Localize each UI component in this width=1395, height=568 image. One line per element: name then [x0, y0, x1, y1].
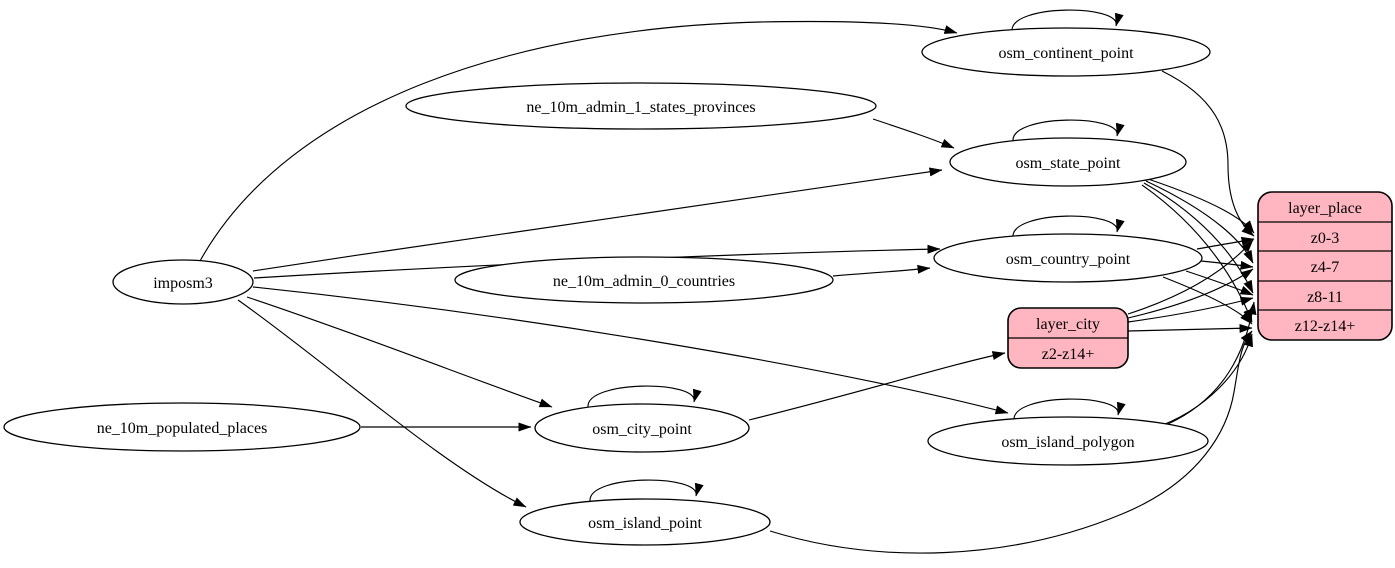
ne_10m_admin_1_states_provinces-label: ne_10m_admin_1_states_provinces [526, 99, 755, 116]
node-ne_10m_admin_0_countries: ne_10m_admin_0_countries [454, 256, 834, 304]
edge-imposm3-osm_island_polygon [252, 286, 1009, 415]
edge-imposm3-osm_city_point [246, 296, 553, 408]
layer_place-shape [1257, 191, 1393, 341]
edge-layer_city-layer_place-z0-3 [1127, 239, 1254, 315]
imposm3-label: imposm3 [153, 275, 213, 292]
layer_place-row-z0-3: z0-3 [1311, 230, 1339, 247]
node-osm_state_point: osm_state_point [949, 137, 1187, 187]
edge-ne_10m_admin_1_states_provinces-osm_state_point [872, 118, 955, 149]
layer_place-row-z4-7: z4-7 [1311, 259, 1339, 276]
selfloop-osm_city_point [587, 385, 702, 408]
edge-imposm3-osm_island_point [237, 299, 527, 508]
edge-osm_island_polygon-layer_place-z8-11 [1167, 301, 1257, 425]
layer_city-row-z2-z14: z2-z14+ [1042, 346, 1095, 363]
selfloop-osm_state_point [1012, 119, 1125, 142]
osm_island_polygon-shape [927, 416, 1209, 466]
edge-osm_country_point-layer_place-z0-3 [1196, 236, 1255, 250]
osm_continent_point-shape [921, 27, 1211, 77]
selfloop-osm_island_point [589, 479, 704, 502]
edge-imposm3-osm_state_point [252, 167, 943, 272]
node-osm_island_polygon: osm_island_polygon [927, 416, 1209, 466]
osm_island_point-label: osm_island_point [588, 515, 702, 532]
node-osm_island_point: osm_island_point [519, 498, 771, 546]
layer_place-title: layer_place [1288, 200, 1362, 217]
edge-osm_state_point-layer_place-z4-7 [1145, 180, 1254, 264]
edge-osm_continent_point-layer_place-z0-3 [1161, 70, 1255, 237]
node-layer_city: layer_city z2-z14+ [1007, 307, 1129, 369]
edge-imposm3-osm_continent_point [199, 20, 958, 262]
selfloop-osm_continent_point [1011, 9, 1124, 32]
node-imposm3: imposm3 [112, 259, 254, 305]
osm_island_polygon-label: osm_island_polygon [1001, 434, 1134, 451]
edge-osm_island_polygon-layer_place-z12-z14 [1151, 333, 1253, 430]
edge-layer_city-layer_place-z12-z14 [1127, 323, 1253, 333]
node-layer_place: layer_place z0-3 z4-7 z8-11 z12-z14+ [1257, 191, 1393, 341]
edge-osm_state_point-layer_place-z12-z14 [1141, 184, 1253, 323]
edge-osm_city_point-layer_city [748, 351, 1006, 421]
layer_city-title: layer_city [1036, 316, 1100, 333]
node-osm_country_point: osm_country_point [933, 233, 1203, 283]
layer_place-row-z8-11: z8-11 [1307, 289, 1343, 306]
osm_island_point-shape [519, 498, 771, 546]
osm_state_point-label: osm_state_point [1016, 155, 1121, 172]
edge-layer_city-layer_place-z4-7 [1127, 268, 1254, 319]
node-ne_10m_admin_1_states_provinces: ne_10m_admin_1_states_provinces [405, 82, 877, 130]
osm_country_point-shape [933, 233, 1203, 283]
ne_10m_admin_0_countries-shape [454, 256, 834, 304]
edge-osm_country_point-layer_place-z4-7 [1200, 260, 1254, 270]
ne_10m_populated_places-label: ne_10m_populated_places [97, 420, 268, 437]
osm_city_point-label: osm_city_point [592, 421, 692, 438]
node-osm_city_point: osm_city_point [534, 403, 750, 453]
ne_10m_admin_1_states_provinces-shape [405, 82, 877, 130]
edge-osm_island_point-layer_place-z12-z14 [769, 330, 1253, 554]
node-ne_10m_populated_places: ne_10m_populated_places [3, 402, 361, 452]
osm_continent_point-label: osm_continent_point [998, 45, 1134, 62]
edge-osm_state_point-layer_place-z0-3 [1147, 178, 1255, 234]
edge-group [199, 9, 1257, 554]
edge-osm_state_point-layer_place-z8-11 [1143, 182, 1254, 294]
osm_state_point-shape [949, 137, 1187, 187]
edge-layer_city-layer_place-z8-11 [1127, 296, 1254, 323]
osm_city_point-shape [534, 403, 750, 453]
layer_place-row-z12-z14: z12-z14+ [1295, 318, 1356, 335]
imposm3-shape [112, 259, 254, 305]
ne_10m_admin_0_countries-label: ne_10m_admin_0_countries [553, 273, 735, 290]
edge-osm_country_point-layer_place-z12-z14 [1162, 276, 1253, 325]
selfloop-osm_island_polygon [1013, 398, 1126, 421]
ne_10m_populated_places-shape [3, 402, 361, 452]
osm_country_point-label: osm_country_point [1006, 251, 1131, 268]
node-osm_continent_point: osm_continent_point [921, 27, 1211, 77]
edge-osm_country_point-layer_place-z8-11 [1185, 270, 1254, 296]
edge-ne_10m_admin_0_countries-osm_country_point [832, 264, 931, 277]
selfloop-osm_country_point [1012, 215, 1125, 238]
